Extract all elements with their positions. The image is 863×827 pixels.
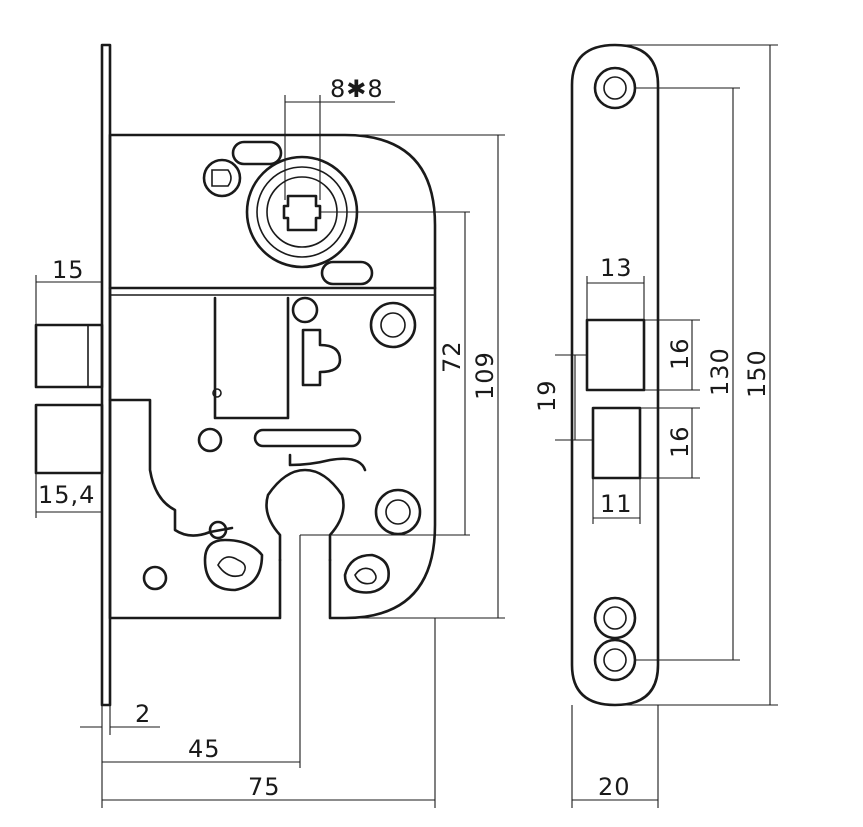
deadbolt-opening (591, 406, 642, 480)
dim-opening-height-top: 16 (666, 337, 694, 370)
middle-pin (197, 427, 223, 453)
lower-left-pin (142, 565, 168, 591)
cam-curve (288, 453, 367, 472)
latch-lever-pin (212, 388, 222, 398)
dim-backset: 45 (188, 735, 221, 763)
center-screw-hole (291, 296, 319, 324)
left-cam-lobe (203, 538, 264, 592)
dead-bolt (34, 403, 104, 475)
dim-hole-spacing: 130 (706, 347, 734, 396)
right-screw-boss-lower (374, 488, 422, 536)
strike-top-hole (593, 66, 637, 110)
dim-opening-gap: 19 (533, 379, 561, 412)
dim-opening-width-top: 13 (600, 254, 633, 282)
lower-slot (320, 260, 374, 286)
upper-slot (231, 140, 283, 166)
dim-spindle: 8✱8 (330, 75, 384, 103)
top-screw-hole (202, 158, 242, 198)
right-cam-lobe (343, 553, 390, 594)
strike-bottom-hole-upper (593, 596, 637, 640)
latch-bolt (34, 323, 104, 389)
right-cam-inner (354, 567, 377, 585)
lock-body-view (34, 43, 437, 707)
strike-plate-outline (570, 43, 660, 707)
right-screw-boss-upper-inner (380, 312, 406, 338)
dim-latch-overhang: 15 (52, 256, 85, 284)
strike-plate-view (570, 43, 660, 707)
right-screw-boss-lower-inner (385, 499, 411, 525)
latch-opening (585, 318, 646, 392)
left-cam-inner (217, 556, 246, 578)
deadbolt-tail (108, 398, 234, 537)
cylinder-keyhole (265, 468, 345, 562)
latch-lever (213, 296, 290, 420)
spindle-square-hole (282, 194, 322, 232)
strike-top-hole-inner (603, 76, 627, 100)
strike-bottom-hole-lower-inner (603, 648, 627, 672)
dimension-labels: 8✱8 15 15,4 2 45 75 72 109 20 150 130 13… (38, 75, 771, 801)
lower-small-pin (208, 520, 228, 540)
dim-deadbolt-overhang: 15,4 (38, 481, 95, 509)
dim-strike-width: 20 (598, 773, 631, 801)
dim-opening-height-bottom: 16 (666, 425, 694, 458)
horizontal-slot (253, 428, 362, 448)
top-screw-detail (211, 169, 232, 187)
dim-follower-cylinder: 72 (438, 340, 466, 373)
right-screw-boss-upper (369, 301, 417, 349)
dim-faceplate-thickness: 2 (135, 700, 151, 728)
dim-strike-height: 150 (743, 349, 771, 398)
dim-body-depth: 75 (248, 773, 281, 801)
lock-case-outline (108, 133, 437, 620)
dim-opening-width-bottom: 11 (600, 490, 633, 518)
follower-stop (301, 328, 342, 387)
dim-body-height: 109 (471, 351, 499, 400)
strike-bottom-hole-lower (593, 638, 637, 682)
strike-bottom-hole-upper-inner (603, 606, 627, 630)
dimension-lines (35, 44, 778, 808)
